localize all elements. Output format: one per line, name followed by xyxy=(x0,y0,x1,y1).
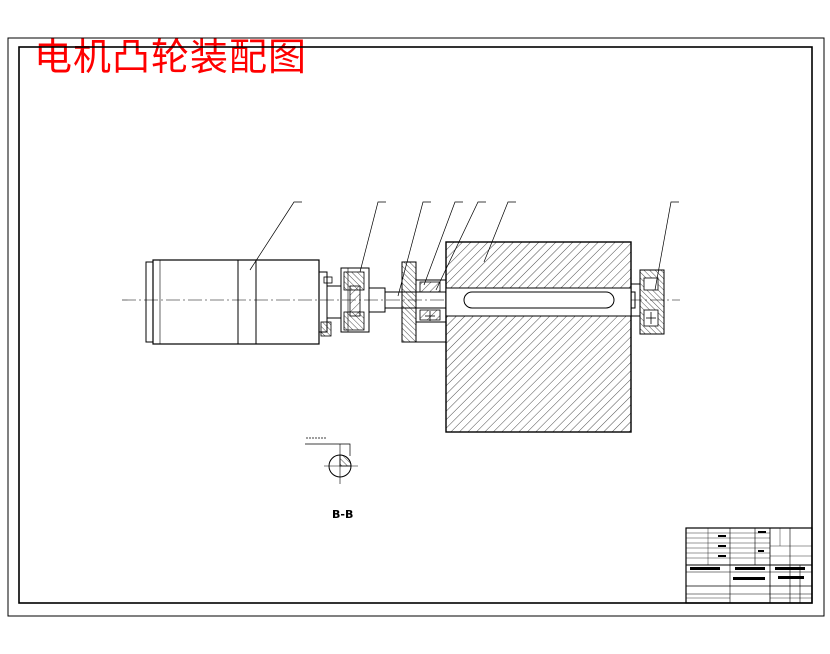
part-callouts xyxy=(249,201,679,297)
callout-5 xyxy=(435,201,486,291)
callout-6 xyxy=(483,201,516,263)
section-view-label: B-B xyxy=(332,508,354,521)
cam-block xyxy=(445,241,632,433)
section-b-b-detail xyxy=(305,437,358,484)
drawing-title: 电机凸轮装配图 xyxy=(34,35,308,79)
callout-3 xyxy=(397,201,431,297)
callout-2 xyxy=(359,201,386,273)
title-block xyxy=(685,527,813,604)
callout-7 xyxy=(654,201,679,291)
motor xyxy=(145,259,342,345)
callout-1 xyxy=(249,201,302,271)
inner-border xyxy=(18,46,813,604)
end-bearing xyxy=(630,269,665,335)
outer-border xyxy=(7,37,825,617)
bearing-housing xyxy=(401,261,447,343)
callout-4 xyxy=(423,201,463,286)
